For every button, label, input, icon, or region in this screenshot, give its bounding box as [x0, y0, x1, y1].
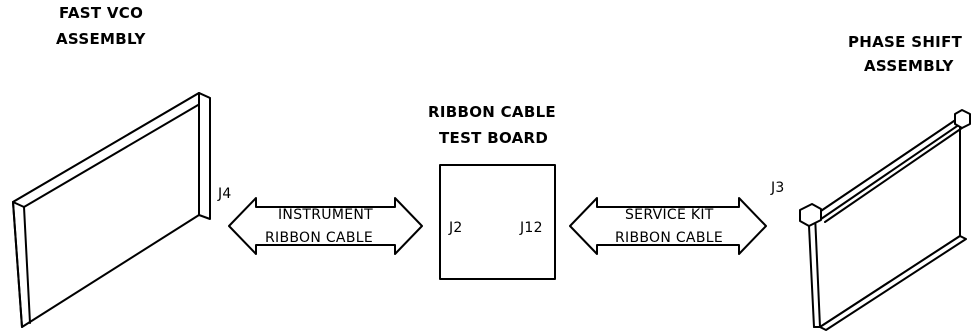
service-cable-label-line1: SERVICE KIT [625, 207, 714, 223]
fast-vco-title-line1: FAST VCO [59, 4, 143, 22]
fast-vco-title-line2: ASSEMBLY [56, 30, 146, 48]
test-board-title-line2: TEST BOARD [439, 129, 548, 147]
phase-shift-board [799, 109, 971, 331]
j3-connector-label: J3 [770, 180, 785, 196]
fast-vco-board [12, 92, 211, 328]
instrument-cable-label-line2: RIBBON CABLE [265, 230, 373, 246]
j4-connector-label: J4 [217, 186, 232, 202]
test-board-title-line1: RIBBON CABLE [428, 103, 556, 121]
ribbon-cable-test-board: J2 J12 [439, 164, 556, 280]
phase-shift-title-line2: ASSEMBLY [864, 57, 954, 75]
instrument-cable-label-line1: INSTRUMENT [278, 207, 373, 223]
j2-connector-label: J2 [448, 220, 463, 236]
instrument-ribbon-cable: INSTRUMENT RIBBON CABLE [228, 197, 423, 255]
service-kit-ribbon-cable: SERVICE KIT RIBBON CABLE [569, 197, 767, 255]
j12-connector-label: J12 [519, 220, 543, 236]
service-cable-label-line2: RIBBON CABLE [615, 230, 723, 246]
phase-shift-title-line1: PHASE SHIFT [848, 33, 963, 51]
